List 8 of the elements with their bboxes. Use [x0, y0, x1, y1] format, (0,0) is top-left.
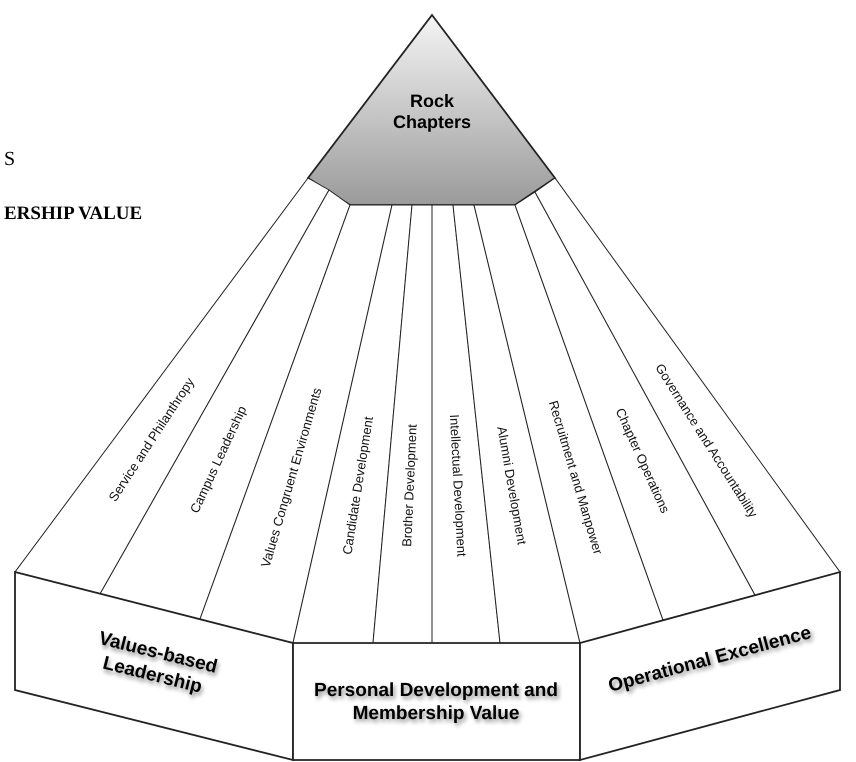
pillar-label: Candidate Development [340, 415, 376, 556]
pillar-label: Alumni Development [494, 424, 530, 546]
pillar-label: Intellectual Development [446, 414, 470, 557]
base-title: Personal Development and Membership Value [313, 680, 559, 726]
pillar-label: Brother Development [399, 424, 420, 547]
heading-fragment: ERSHIP VALUE [4, 203, 142, 225]
heading-fragment: S [4, 148, 16, 171]
cap-title: Rock Chapters [392, 90, 472, 134]
